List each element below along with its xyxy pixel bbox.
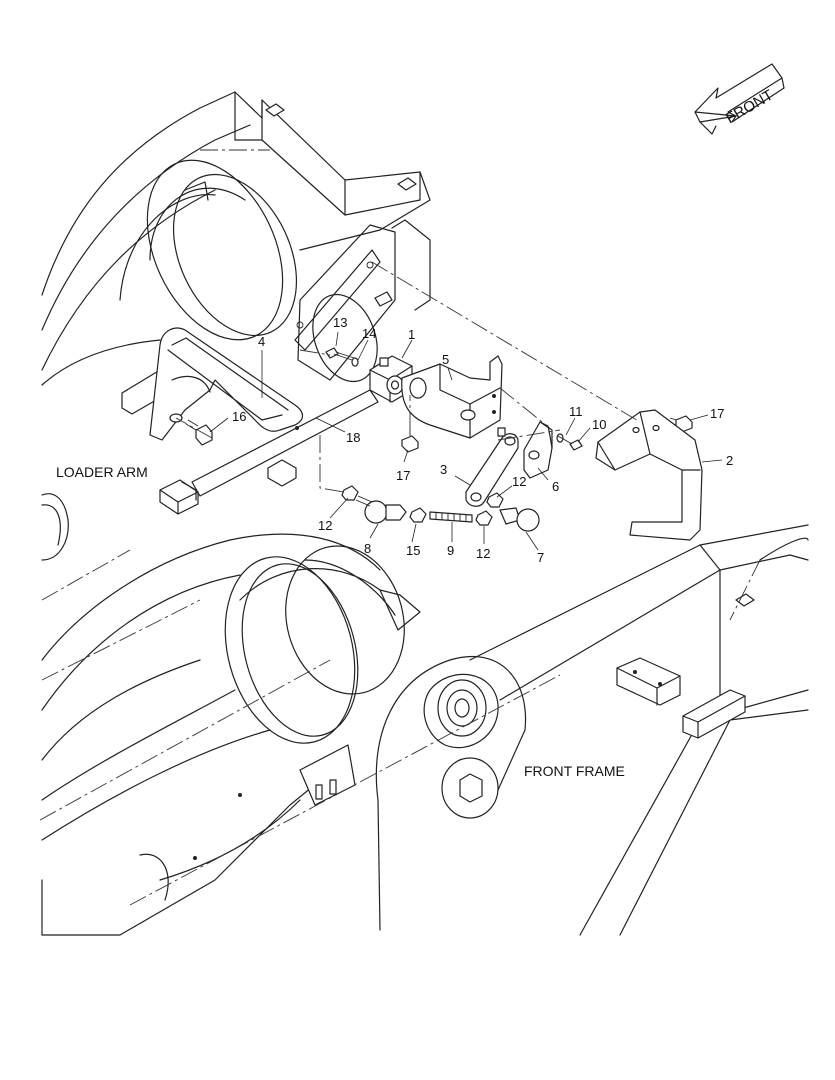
- callout-numbers: 1 2 3 4 5 6 7 8 9 10 11 12 12 12 13 14 1…: [232, 315, 733, 565]
- callout-8: 8: [364, 541, 371, 556]
- part-18-sensor-harness: [159, 389, 379, 515]
- part-16-bolt: [185, 419, 213, 446]
- callout-4: 4: [258, 334, 265, 349]
- callout-13: 13: [333, 315, 347, 330]
- callout-9: 9: [447, 543, 454, 558]
- callout-2: 2: [726, 453, 733, 468]
- part-12-nuts: [341, 485, 504, 526]
- callout-16: 16: [232, 409, 246, 424]
- part-17-bolt-a: [401, 428, 419, 453]
- callout-14: 14: [362, 326, 376, 341]
- callout-10: 10: [592, 417, 606, 432]
- callout-5: 5: [442, 352, 449, 367]
- part-6-link-bracket: [523, 421, 553, 479]
- callout-1: 1: [408, 327, 415, 342]
- part-3-link-arm: [465, 427, 519, 507]
- callout-15: 15: [406, 543, 420, 558]
- callout-11: 11: [569, 404, 583, 419]
- part-2-cover: [595, 409, 703, 541]
- part-10-11-bolt-washer: [556, 433, 583, 451]
- front-frame-label: FRONT FRAME: [524, 763, 625, 779]
- callout-18: 18: [346, 430, 360, 445]
- part-9-threaded-rod: [429, 511, 473, 523]
- callout-17-lower: 17: [396, 468, 410, 483]
- part-4-arm-bracket: [149, 327, 304, 441]
- callout-12-middle: 12: [476, 546, 490, 561]
- part-13-14-screw-washer: [325, 347, 359, 367]
- part-8-ball-joint: [355, 495, 407, 524]
- callout-leaders: [209, 331, 723, 551]
- front-direction-arrow: FRONT: [694, 63, 785, 135]
- callout-7: 7: [537, 550, 544, 565]
- assembly-lines: [175, 261, 641, 493]
- callout-17-right: 17: [710, 406, 724, 421]
- part-7-ball-joint: [499, 507, 540, 532]
- part-5-sensor-bracket: [401, 355, 503, 439]
- callout-6: 6: [552, 479, 559, 494]
- callout-12-left: 12: [318, 518, 332, 533]
- part-15-lock-nut: [409, 507, 427, 523]
- loader-arm-label: LOADER ARM: [56, 464, 148, 480]
- callout-12-upper: 12: [512, 474, 526, 489]
- callout-3: 3: [440, 462, 447, 477]
- front-frame-structure: [39, 149, 809, 936]
